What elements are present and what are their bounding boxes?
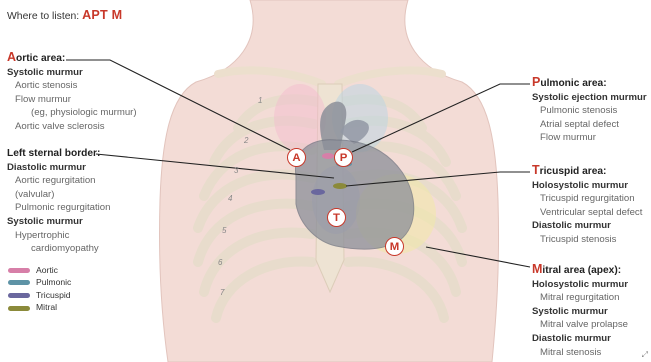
left-sternal-line: Systolic murmur bbox=[7, 215, 110, 229]
pulmonic-line: Pulmonic stenosis bbox=[532, 104, 647, 118]
left-sternal-line: Aortic regurgitation bbox=[7, 174, 110, 188]
mitral-cap: M bbox=[532, 262, 542, 276]
left-sternal-line: Pulmonic regurgitation bbox=[7, 201, 110, 215]
rib-number-3: 3 bbox=[234, 166, 238, 175]
mitral-valve-mark bbox=[333, 183, 347, 189]
legend-label-aortic: Aortic bbox=[36, 264, 58, 278]
mitral-marker: M bbox=[385, 237, 404, 256]
aortic-valve-mark bbox=[322, 153, 334, 159]
legend-label-tricuspid: Tricuspid bbox=[36, 289, 71, 303]
legend-item-aortic: Aortic bbox=[0, 264, 71, 277]
mitral-heading-rest: itral area (apex): bbox=[542, 265, 621, 276]
left-sternal-heading: Left sternal border: bbox=[7, 147, 110, 161]
pulmonic-line: Flow murmur bbox=[532, 131, 647, 145]
mitral-line: Mitral regurgitation bbox=[532, 291, 628, 305]
mitral-line: Mitral stenosis bbox=[532, 346, 628, 360]
aortic-line: Aortic stenosis bbox=[7, 79, 137, 93]
aortic-heading: Aortic area: bbox=[7, 51, 137, 66]
valve-legend: Aortic Pulmonic Tricuspid Mitral bbox=[0, 264, 71, 314]
tricuspid-line: Ventricular septal defect bbox=[532, 206, 642, 220]
rib-number-7: 7 bbox=[220, 288, 224, 297]
legend-label-pulmonic: Pulmonic bbox=[36, 276, 71, 290]
expand-icon[interactable]: ⤢ bbox=[642, 350, 648, 360]
rib-number-5: 5 bbox=[222, 226, 226, 235]
aortic-heading-rest: ortic area: bbox=[16, 53, 65, 64]
aortic-panel: Aortic area: Systolic murmur Aortic sten… bbox=[7, 51, 137, 134]
left-sternal-line: (valvular) bbox=[7, 188, 110, 202]
title-mnemonic: APT M bbox=[82, 8, 122, 22]
legend-item-tricuspid: Tricuspid bbox=[0, 289, 71, 302]
tricuspid-panel: Tricuspid area: Holosystolic murmur Tric… bbox=[532, 164, 642, 247]
rib-number-6: 6 bbox=[218, 258, 222, 267]
page-title: Where to listen: APT M bbox=[7, 8, 122, 22]
rib-number-4: 4 bbox=[228, 194, 232, 203]
pulmonic-heading-rest: ulmonic area: bbox=[540, 78, 606, 89]
aortic-line: Flow murmur bbox=[7, 93, 137, 107]
pulmonic-line: Systolic ejection murmur bbox=[532, 91, 647, 105]
left-sternal-panel: Left sternal border: Diastolic murmur Ao… bbox=[7, 147, 110, 256]
legend-item-pulmonic: Pulmonic bbox=[0, 277, 71, 290]
mitral-panel: Mitral area (apex): Holosystolic murmur … bbox=[532, 263, 628, 359]
aortic-cap: A bbox=[7, 50, 16, 64]
legend-label-mitral: Mitral bbox=[36, 301, 57, 315]
mitral-line: Holosystolic murmur bbox=[532, 278, 628, 292]
aortic-line: (eg, physiologic murmur) bbox=[7, 106, 137, 120]
pulmonic-marker: P bbox=[334, 148, 353, 167]
mitral-line: Diastolic murmur bbox=[532, 332, 628, 346]
tricuspid-marker: T bbox=[327, 208, 346, 227]
aortic-marker: A bbox=[287, 148, 306, 167]
aortic-line: Systolic murmur bbox=[7, 66, 137, 80]
tricuspid-line: Tricuspid stenosis bbox=[532, 233, 642, 247]
tricuspid-line: Tricuspid regurgitation bbox=[532, 192, 642, 206]
legend-item-mitral: Mitral bbox=[0, 302, 71, 315]
tricuspid-heading: Tricuspid area: bbox=[532, 164, 642, 179]
left-sternal-line: Hypertrophic bbox=[7, 229, 110, 243]
left-sternal-line: cardiomyopathy bbox=[7, 242, 110, 256]
tricuspid-line: Diastolic murmur bbox=[532, 219, 642, 233]
legend-swatch-mitral bbox=[8, 306, 30, 311]
mitral-line: Systolic murmur bbox=[532, 305, 628, 319]
rib-number-1: 1 bbox=[258, 96, 262, 105]
legend-swatch-pulmonic bbox=[8, 280, 30, 285]
rib-number-2: 2 bbox=[244, 136, 248, 145]
pulmonic-line: Atrial septal defect bbox=[532, 118, 647, 132]
mitral-heading: Mitral area (apex): bbox=[532, 263, 628, 278]
legend-swatch-aortic bbox=[8, 268, 30, 273]
mitral-line: Mitral valve prolapse bbox=[532, 318, 628, 332]
aortic-line: Aortic valve sclerosis bbox=[7, 120, 137, 134]
tricuspid-heading-rest: ricuspid area: bbox=[540, 166, 607, 177]
tricuspid-line: Holosystolic murmur bbox=[532, 179, 642, 193]
tricuspid-valve-mark bbox=[311, 189, 325, 195]
tricuspid-cap: T bbox=[532, 163, 540, 177]
pulmonic-panel: Pulmonic area: Systolic ejection murmur … bbox=[532, 76, 647, 145]
title-prefix: Where to listen: bbox=[7, 11, 79, 22]
legend-swatch-tricuspid bbox=[8, 293, 30, 298]
left-sternal-line: Diastolic murmur bbox=[7, 161, 110, 175]
pulmonic-heading: Pulmonic area: bbox=[532, 76, 647, 91]
